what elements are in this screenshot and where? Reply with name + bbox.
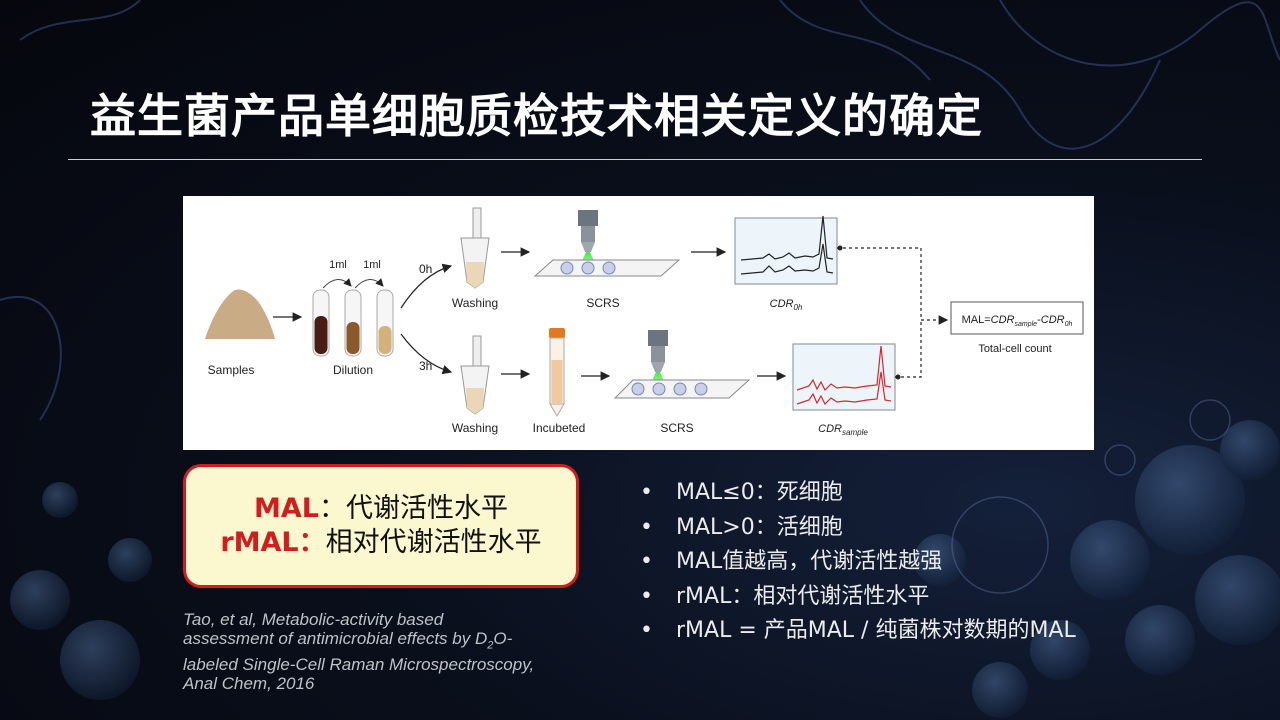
washing-label-bottom: Washing (452, 421, 498, 435)
dilution-volume-2: 1ml (363, 259, 381, 271)
sample-powder-icon (205, 289, 275, 339)
dilution-volume-1: 1ml (329, 259, 347, 271)
washing-label-top: Washing (452, 296, 498, 310)
callout-rmal-term: rMAL： (220, 527, 326, 558)
bullet-item: rMAL = 产品MAL / 纯菌株对数期的MAL (640, 614, 1076, 649)
scrs-label-top: SCRS (586, 296, 619, 310)
formula-prefix: MAL= (962, 314, 991, 326)
citation-line-2-pre: assessment of antimicrobial effects by D (183, 629, 488, 648)
formula-box (950, 301, 1084, 335)
connector-dot-top (837, 245, 843, 251)
spectrum-sample-panel (792, 343, 896, 411)
cdr-0h-main: CDR (770, 298, 794, 310)
bullet-item: MAL>0：活细胞 (640, 511, 1076, 546)
total-cell-count-label: Total-cell count (978, 343, 1051, 355)
formula-sub1: sample (1015, 321, 1038, 328)
cdr-0h-label: CDR0h (770, 298, 803, 312)
incubation-tube-icon (549, 328, 565, 417)
callout-line-mal: MAL：代谢活性水平 (254, 492, 508, 526)
workflow-figure: Samples 1ml 1ml Dilution 0h 3h Washing (183, 196, 1094, 450)
formula-sub2: 0h (1065, 321, 1073, 328)
bullet-item: MAL值越高，代谢活性越强 (640, 545, 1076, 580)
slide-title: 益生菌产品单细胞质检技术相关定义的确定 (90, 89, 983, 143)
dotted-connector-bottom (895, 320, 922, 378)
formula-cdr2: CDR (1041, 314, 1065, 326)
washing-tube-icon-bottom (460, 335, 490, 415)
spectrum-0h-panel (734, 215, 838, 285)
bullet-item: MAL≤0：死细胞 (640, 476, 1076, 511)
citation-line-2: assessment of antimicrobial effects by D… (183, 629, 603, 655)
dilution-label: Dilution (333, 363, 373, 377)
connector-dot-bottom (895, 374, 901, 380)
callout-mal-term: MAL (254, 493, 319, 524)
formula-minus: - (1037, 314, 1041, 326)
samples-label: Samples (208, 363, 255, 377)
incubated-label: Incubeted (533, 421, 586, 435)
definition-bullet-list: MAL≤0：死细胞 MAL>0：活细胞 MAL值越高，代谢活性越强 rMAL：相… (640, 476, 1076, 649)
arrow-branch-3h (400, 333, 453, 375)
definition-callout: MAL：代谢活性水平 rMAL：相对代谢活性水平 (183, 464, 579, 588)
cdr-0h-sub: 0h (793, 303, 802, 312)
formula-cdr1: CDR (991, 314, 1015, 326)
citation-line-2-sub: 2 (487, 639, 494, 652)
dilution-tubes-icon (312, 289, 394, 357)
scrs-label-bottom: SCRS (660, 421, 693, 435)
arrow-branch-0h (400, 263, 453, 309)
citation-line-2-post: O- (493, 629, 513, 648)
citation-line-1: Tao, et al, Metabolic-activity based (183, 610, 444, 629)
bullet-item: rMAL：相对代谢活性水平 (640, 580, 1076, 615)
formula-text: MAL=CDRsample-CDR0h (962, 314, 1073, 328)
workflow-diagram: Samples 1ml 1ml Dilution 0h 3h Washing (205, 207, 1084, 437)
cdr-sample-sub: sample (842, 428, 868, 437)
reference-citation: Tao, et al, Metabolic-activity based ass… (183, 610, 603, 693)
raman-microscope-icon-bottom (613, 330, 751, 399)
washing-tube-icon-top (460, 207, 490, 289)
time-3h-label: 3h (419, 359, 432, 373)
callout-line-rmal: rMAL：相对代谢活性水平 (220, 526, 541, 560)
citation-line-4: Anal Chem, 2016 (183, 674, 315, 694)
cdr-sample-main: CDR (818, 423, 842, 435)
title-divider (68, 159, 1202, 160)
raman-microscope-icon-top (533, 210, 681, 277)
citation-line-3: labeled Single-Cell Raman Microspectrosc… (183, 655, 535, 675)
callout-rmal-def: 相对代谢活性水平 (325, 527, 542, 558)
arrow-dilution-2 (354, 278, 384, 289)
callout-mal-def: ：代谢活性水平 (318, 493, 508, 524)
arrow-dilution-1 (322, 278, 352, 289)
cdr-sample-label: CDRsample (818, 423, 868, 437)
time-0h-label: 0h (419, 262, 432, 276)
dotted-connector-top (837, 247, 922, 320)
